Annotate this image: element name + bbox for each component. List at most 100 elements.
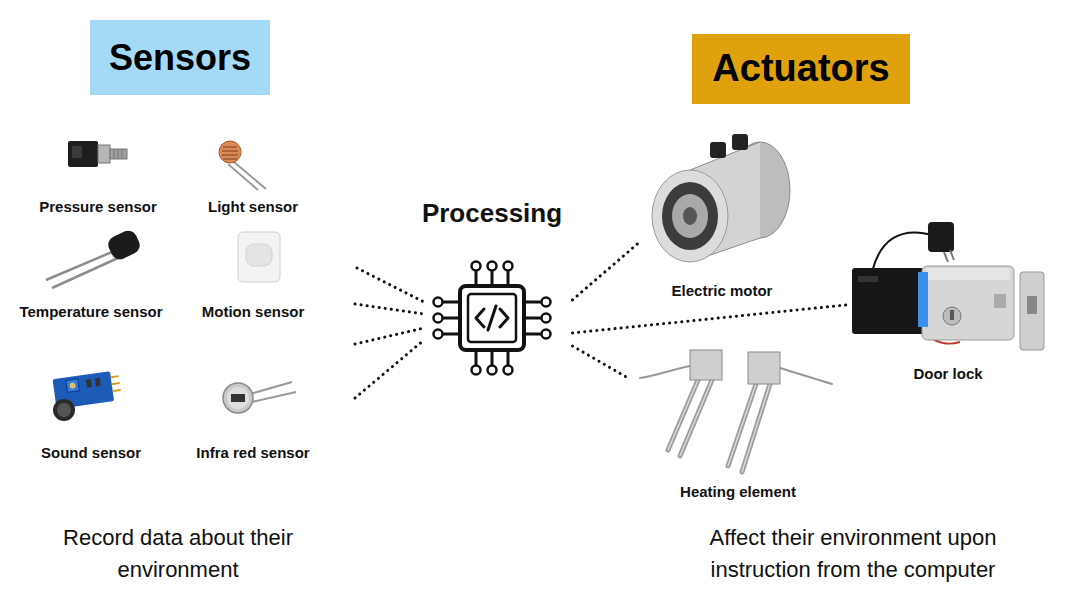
heating-element-picture: [640, 366, 690, 378]
light-sensor-icon: [219, 141, 266, 190]
light-sensor-icon: [228, 164, 258, 190]
sound-sensor-icon: [111, 376, 121, 391]
chip-icon: [472, 262, 481, 271]
door-lock-picture: [950, 310, 954, 320]
sensor-label: Motion sensor: [202, 303, 305, 321]
chip-icon: [472, 366, 481, 375]
sound-sensor-icon: [86, 379, 92, 388]
chip-icon: [488, 262, 497, 271]
node-text: Electric motor: [672, 282, 773, 300]
infrared-sensor-icon: [223, 383, 253, 413]
chip-icon: [504, 366, 513, 375]
sound-sensor-icon: [53, 370, 123, 421]
heating-element-picture: [780, 368, 832, 384]
chip-icon: [443, 271, 541, 365]
heating-element-picture: [640, 350, 832, 472]
heading-box: Actuators: [692, 34, 910, 104]
infrared-sensor-icon: [231, 394, 245, 402]
chip-icon: [434, 330, 443, 339]
chip-icon: [542, 298, 551, 307]
input-dotted-lines: [355, 268, 424, 398]
chip-icon: [476, 306, 508, 330]
light-sensor-icon: [234, 162, 266, 189]
dotted-connector: [573, 346, 629, 378]
temperature-sensor-icon: [52, 258, 118, 288]
sound-sensor-icon: [95, 378, 101, 387]
chip-icon: [434, 298, 443, 307]
sound-sensor-icon: [53, 399, 75, 421]
pressure-sensor-icon: [110, 149, 127, 159]
door-lock-picture: [994, 294, 1006, 308]
sensor-label: Temperature sensor: [19, 303, 162, 321]
door-lock-picture: [852, 222, 1044, 350]
door-lock-picture: [858, 276, 878, 282]
actuator-node: Electric motor: [640, 132, 805, 304]
actuator-node: Door lock: [848, 212, 1048, 387]
door-lock-picture: [943, 307, 961, 325]
chip-icon: [434, 314, 443, 323]
electric-motor-picture: [672, 194, 708, 238]
node-text: Actuators: [712, 46, 889, 92]
door-lock-picture: [928, 222, 954, 252]
light-sensor-icon: [222, 147, 238, 159]
door-lock-picture: [944, 250, 954, 262]
infrared-sensor-icon: [227, 387, 249, 409]
door-lock-picture: [1020, 272, 1044, 350]
temperature-sensor-icon: [46, 228, 143, 288]
node-text: Processing: [422, 198, 562, 229]
motion-sensor-icon: [238, 232, 280, 282]
chip-icon: [504, 262, 513, 271]
heating-element-picture: [668, 380, 770, 472]
caption-note: Record data about their environment: [43, 522, 313, 586]
sound-sensor-icon: [66, 379, 80, 393]
infrared-sensor-icon: [223, 382, 296, 413]
door-lock-picture: [926, 268, 1010, 280]
electric-motor-picture: [652, 134, 790, 262]
node-text: Sensors: [109, 36, 251, 79]
electric-motor-picture: [710, 142, 726, 158]
door-lock-picture: [922, 266, 1014, 340]
electric-motor-picture: [652, 170, 728, 262]
pressure-sensor-icon: [114, 149, 122, 159]
dotted-connector: [573, 305, 849, 333]
pressure-sensor-icon: [98, 145, 110, 163]
actuator-node: Heating element: [628, 340, 848, 505]
pressure-sensor-icon: [68, 141, 127, 167]
sound-sensor-icon: [57, 403, 71, 417]
caption-note: Affect their environment upon instructio…: [683, 522, 1023, 586]
chip-icon: [468, 294, 516, 342]
chip-icon: [542, 314, 551, 323]
door-lock-picture: [1027, 296, 1037, 314]
temperature-sensor-icon: [105, 228, 142, 262]
infrared-sensor-icon: [250, 382, 296, 402]
heating-element-picture: [748, 352, 780, 384]
motion-sensor-icon: [238, 232, 280, 282]
node-text: Door lock: [913, 365, 982, 383]
sensor-label: Infra red sensor: [196, 444, 309, 462]
pressure-sensor-icon: [72, 146, 82, 158]
chip-icon: [434, 262, 551, 375]
chip-icon: [488, 366, 497, 375]
processor-node: Processing: [412, 188, 573, 380]
dotted-connector: [573, 242, 640, 300]
heading-box: Sensors: [90, 20, 270, 95]
motion-sensor-icon: [246, 244, 272, 266]
sensor-label: Light sensor: [208, 198, 298, 216]
chip-icon: [542, 330, 551, 339]
sound-sensor-icon: [69, 382, 76, 389]
door-lock-picture: [918, 272, 928, 327]
chip-icon: [434, 262, 551, 375]
door-lock-picture: [852, 268, 924, 334]
light-sensor-icon: [219, 141, 241, 163]
chip-icon: [460, 286, 524, 350]
electric-motor-picture: [683, 207, 697, 225]
heating-element-picture: [690, 350, 722, 380]
heating-element-picture: [668, 380, 770, 472]
pressure-sensor-icon: [68, 141, 98, 167]
sensor-label: Pressure sensor: [39, 198, 157, 216]
sensor-label: Sound sensor: [41, 444, 141, 462]
node-text: Heating element: [680, 483, 796, 501]
electric-motor-picture: [732, 134, 748, 150]
electric-motor-picture: [662, 182, 718, 250]
